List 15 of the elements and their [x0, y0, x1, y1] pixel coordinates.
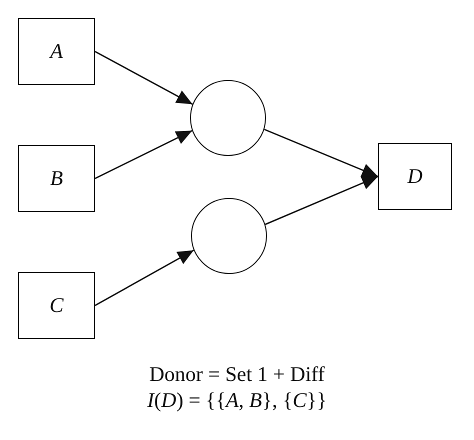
node-label: A [50, 39, 63, 64]
arrow [94, 130, 192, 180]
node-label: C [49, 293, 64, 318]
letter-box [18, 272, 95, 339]
letter-box [378, 143, 452, 210]
node-label: D [407, 164, 423, 189]
formula-text: I(D) = {{A, B}, {C}} [147, 388, 327, 412]
arrow [264, 176, 378, 226]
formula-text: Donor = Set 1 + Diff [149, 362, 325, 386]
letter-box [18, 18, 95, 85]
arrow [94, 250, 194, 306]
node-label: B [50, 166, 63, 191]
arrow [94, 50, 193, 105]
arrow [264, 128, 378, 178]
letter-box [18, 145, 95, 212]
